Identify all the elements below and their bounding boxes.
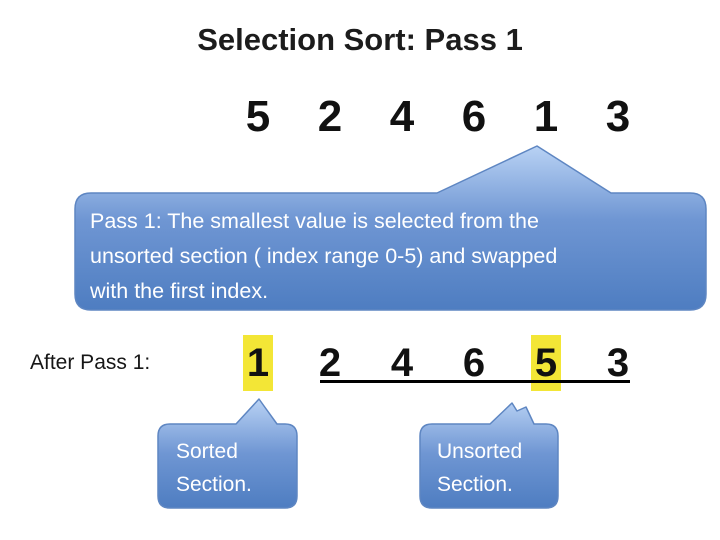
array-value: 4 xyxy=(390,341,414,385)
callout-main: Pass 1: The smallest value is selected f… xyxy=(90,204,690,309)
array-value: 3 xyxy=(605,92,631,141)
array-item: 3 xyxy=(582,340,654,386)
array-value: 3 xyxy=(606,341,630,385)
callout-sorted: Sorted Section. xyxy=(176,435,291,501)
array-item: 6 xyxy=(438,94,510,140)
array-value: 1 xyxy=(533,92,559,141)
callout-unsorted: Unsorted Section. xyxy=(437,435,552,501)
array-value: 5 xyxy=(245,92,271,141)
array-value: 4 xyxy=(389,92,415,141)
callout-main-bubble xyxy=(74,145,707,311)
callout-sorted-line: Sorted xyxy=(176,440,238,463)
array-item-highlighted: 1 xyxy=(222,335,294,391)
callout-main-line: unsorted section ( index range 0-5) and … xyxy=(90,244,558,268)
array-row-after: 1 2 4 6 5 3 xyxy=(222,335,654,391)
callout-sorted-line: Section. xyxy=(176,473,252,496)
array-value: 1 xyxy=(242,335,274,391)
unsorted-section-underline xyxy=(320,380,630,383)
callout-sorted-bubble xyxy=(157,398,298,509)
array-item: 4 xyxy=(366,340,438,386)
callout-unsorted-bubble xyxy=(419,402,559,509)
array-item: 3 xyxy=(582,94,654,140)
array-value: 2 xyxy=(318,341,342,385)
array-item: 6 xyxy=(438,340,510,386)
array-item: 2 xyxy=(294,94,366,140)
array-item: 1 xyxy=(510,94,582,140)
slide-title: Selection Sort: Pass 1 xyxy=(197,22,523,57)
after-pass-label: After Pass 1: xyxy=(30,351,151,374)
array-row-initial: 5 2 4 6 1 3 xyxy=(222,94,654,140)
array-item: 4 xyxy=(366,94,438,140)
callout-unsorted-line: Section. xyxy=(437,473,513,496)
callout-main-line: with the first index. xyxy=(90,279,269,303)
callout-main-line: Pass 1: The smallest value is selected f… xyxy=(90,209,539,233)
array-item: 5 xyxy=(222,94,294,140)
callout-unsorted-line: Unsorted xyxy=(437,440,523,463)
array-item: 2 xyxy=(294,340,366,386)
array-value: 6 xyxy=(462,341,486,385)
array-value: 6 xyxy=(461,92,487,141)
array-value: 2 xyxy=(317,92,343,141)
